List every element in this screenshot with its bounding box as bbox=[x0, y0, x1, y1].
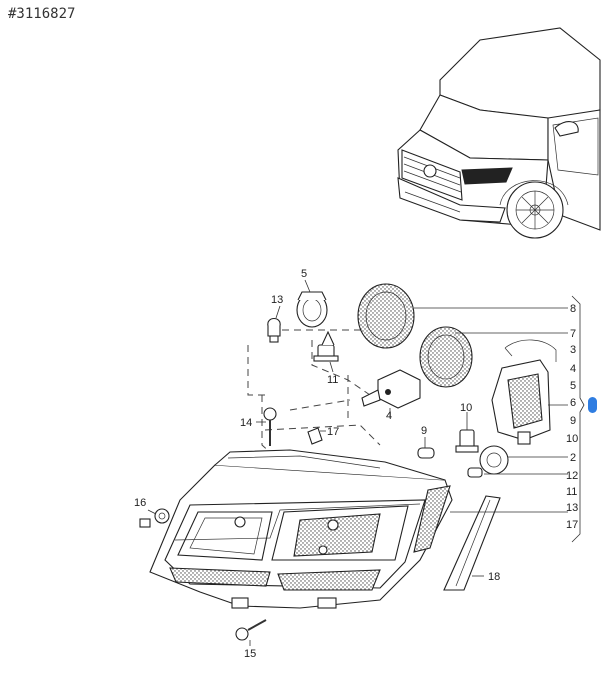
right-column-2: 2 bbox=[570, 452, 576, 464]
part-9-bulb bbox=[417, 447, 435, 459]
part-2-socket bbox=[479, 445, 509, 475]
part-12-bulb bbox=[467, 467, 483, 478]
part-16-nut bbox=[139, 508, 170, 528]
part-4-control-unit bbox=[361, 369, 421, 409]
part-15-screw bbox=[235, 619, 267, 641]
part-17-clip bbox=[307, 427, 323, 445]
part-11-bulb bbox=[313, 330, 339, 362]
right-column-5: 5 bbox=[570, 380, 576, 392]
right-column-9: 9 bbox=[570, 415, 576, 427]
right-column-13: 13 bbox=[566, 502, 578, 514]
callout-5: 5 bbox=[301, 268, 307, 280]
right-column-8: 8 bbox=[570, 303, 576, 315]
right-column-12: 12 bbox=[566, 470, 578, 482]
assembly-guides bbox=[247, 329, 381, 471]
callout-14: 14 bbox=[240, 417, 252, 429]
vehicle-illustration bbox=[397, 27, 601, 239]
callout-labels: 5 13 11 4 10 14 17 9 16 15 18 8 7 3 4 5 … bbox=[134, 268, 578, 660]
callout-9: 9 bbox=[421, 425, 427, 437]
part-13-bulb bbox=[267, 317, 281, 343]
callout-13: 13 bbox=[271, 294, 283, 306]
selection-marker[interactable] bbox=[588, 397, 597, 413]
part-8-cap bbox=[357, 283, 415, 349]
callout-10: 10 bbox=[460, 402, 472, 414]
headlamp-assembly bbox=[149, 449, 453, 609]
part-10-bulb bbox=[455, 429, 479, 453]
callout-11: 11 bbox=[327, 374, 338, 386]
right-column-6: 6 bbox=[570, 397, 576, 409]
part-14-screw bbox=[263, 407, 277, 446]
callout-4: 4 bbox=[386, 410, 392, 422]
callout-17: 17 bbox=[327, 426, 339, 438]
part-7-cap bbox=[419, 326, 473, 388]
callout-16: 16 bbox=[134, 497, 146, 509]
part-6-bracket bbox=[491, 339, 557, 445]
right-column-10: 10 bbox=[566, 433, 578, 445]
document-id: #3116827 bbox=[8, 6, 76, 22]
right-column-3: 3 bbox=[570, 344, 576, 356]
right-column-4: 4 bbox=[570, 363, 576, 375]
right-column-7: 7 bbox=[570, 328, 576, 340]
part-18-trim bbox=[443, 495, 501, 591]
right-column-17: 17 bbox=[566, 519, 578, 531]
right-column-11: 11 bbox=[566, 486, 577, 498]
callout-18: 18 bbox=[488, 571, 500, 583]
leader-lines bbox=[147, 279, 585, 646]
part-5-socket bbox=[296, 291, 328, 328]
callout-15: 15 bbox=[244, 648, 256, 660]
